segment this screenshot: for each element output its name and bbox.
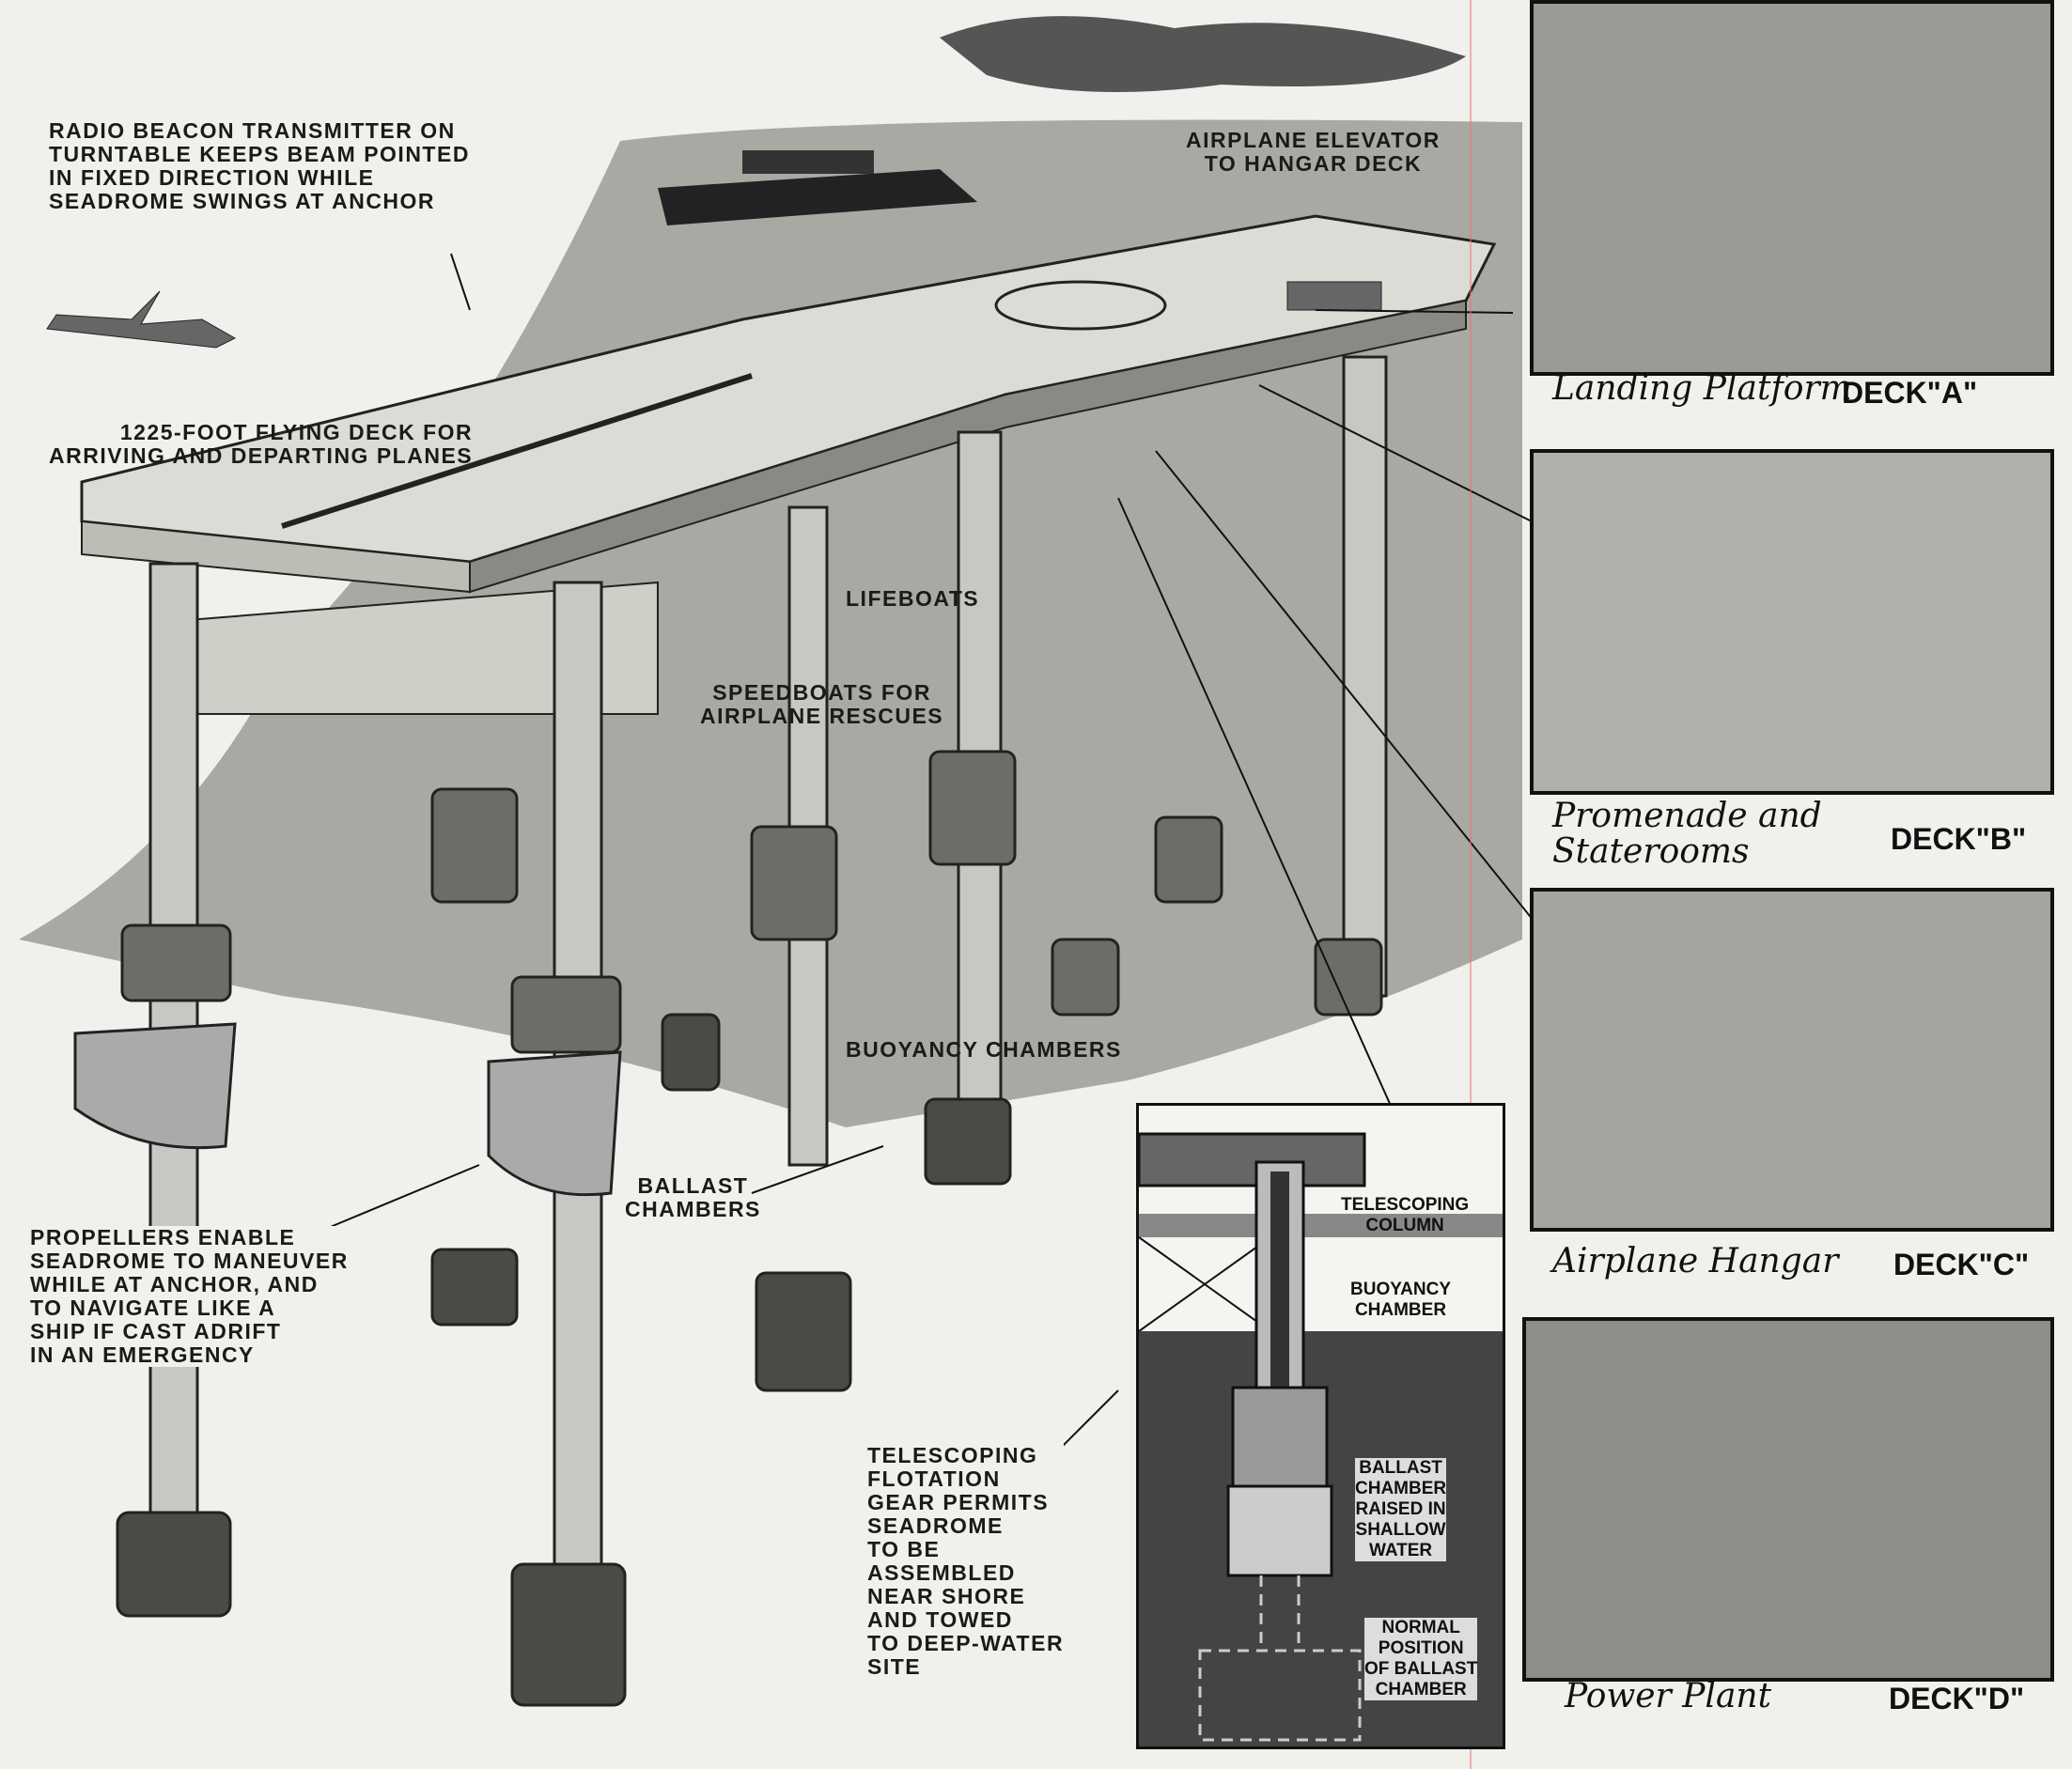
caption-power-plant: Power Plant <box>1565 1677 1772 1715</box>
label-telescoping-gear: TELESCOPING FLOTATION GEAR PERMITS SEADR… <box>867 1443 1065 1679</box>
panel-airplane-hangar <box>1530 888 2054 1232</box>
label-buoyancy-chambers: BUOYANCY CHAMBERS <box>846 1037 1122 1062</box>
smoke-cloud <box>940 16 1466 93</box>
label-flying-deck: 1225-FOOT FLYING DECK FOR ARRIVING AND D… <box>49 420 474 468</box>
panel-promenade <box>1530 449 2054 795</box>
label-speedboats: SPEEDBOATS FOR AIRPLANE RESCUES <box>700 680 944 728</box>
label-lifeboats: LIFEBOATS <box>846 586 980 611</box>
deck-b-label: DECK"B" <box>1891 822 2027 856</box>
caption-airplane-hangar: Airplane Hangar <box>1552 1242 1839 1280</box>
ballast-chambers <box>116 1013 1012 1707</box>
caption-promenade: Promenade and Staterooms <box>1552 797 1822 871</box>
propeller-hull <box>73 1022 237 1150</box>
label-radio-beacon: RADIO BEACON TRANSMITTER ON TURNTABLE KE… <box>49 118 470 213</box>
panel-power-plant <box>1522 1317 2054 1682</box>
deck-c-label: DECK"C" <box>1893 1248 2030 1281</box>
inset-label-telescoping-column: TELESCOPING COLUMN <box>1341 1195 1470 1235</box>
label-propellers: PROPELLERS ENABLE SEADROME TO MANEUVER W… <box>30 1225 349 1367</box>
panel-landing-platform <box>1530 0 2054 376</box>
inset-label-buoyancy-chamber: BUOYANCY CHAMBER <box>1350 1280 1451 1320</box>
ocean-liner <box>658 169 977 225</box>
label-airplane-elevator: AIRPLANE ELEVATOR TO HANGAR DECK <box>1186 128 1441 176</box>
inset-label-normal-position: NORMAL POSITION OF BALLAST CHAMBER <box>1364 1618 1478 1700</box>
inset-label-ballast-raised: BALLAST CHAMBER RAISED IN SHALLOW WATER <box>1355 1458 1447 1561</box>
deck-d-label: DECK"D" <box>1889 1682 2025 1715</box>
caption-landing-platform: Landing Platform <box>1552 369 1852 408</box>
deck-a-label: DECK"A" <box>1842 376 1978 410</box>
telescoping-inset-diagram: TELESCOPING COLUMN BUOYANCY CHAMBER BALL… <box>1136 1103 1505 1749</box>
buoyancy-chambers <box>120 750 1383 1054</box>
label-ballast-chambers: BALLAST CHAMBERS <box>625 1173 761 1221</box>
airplane <box>46 290 237 349</box>
